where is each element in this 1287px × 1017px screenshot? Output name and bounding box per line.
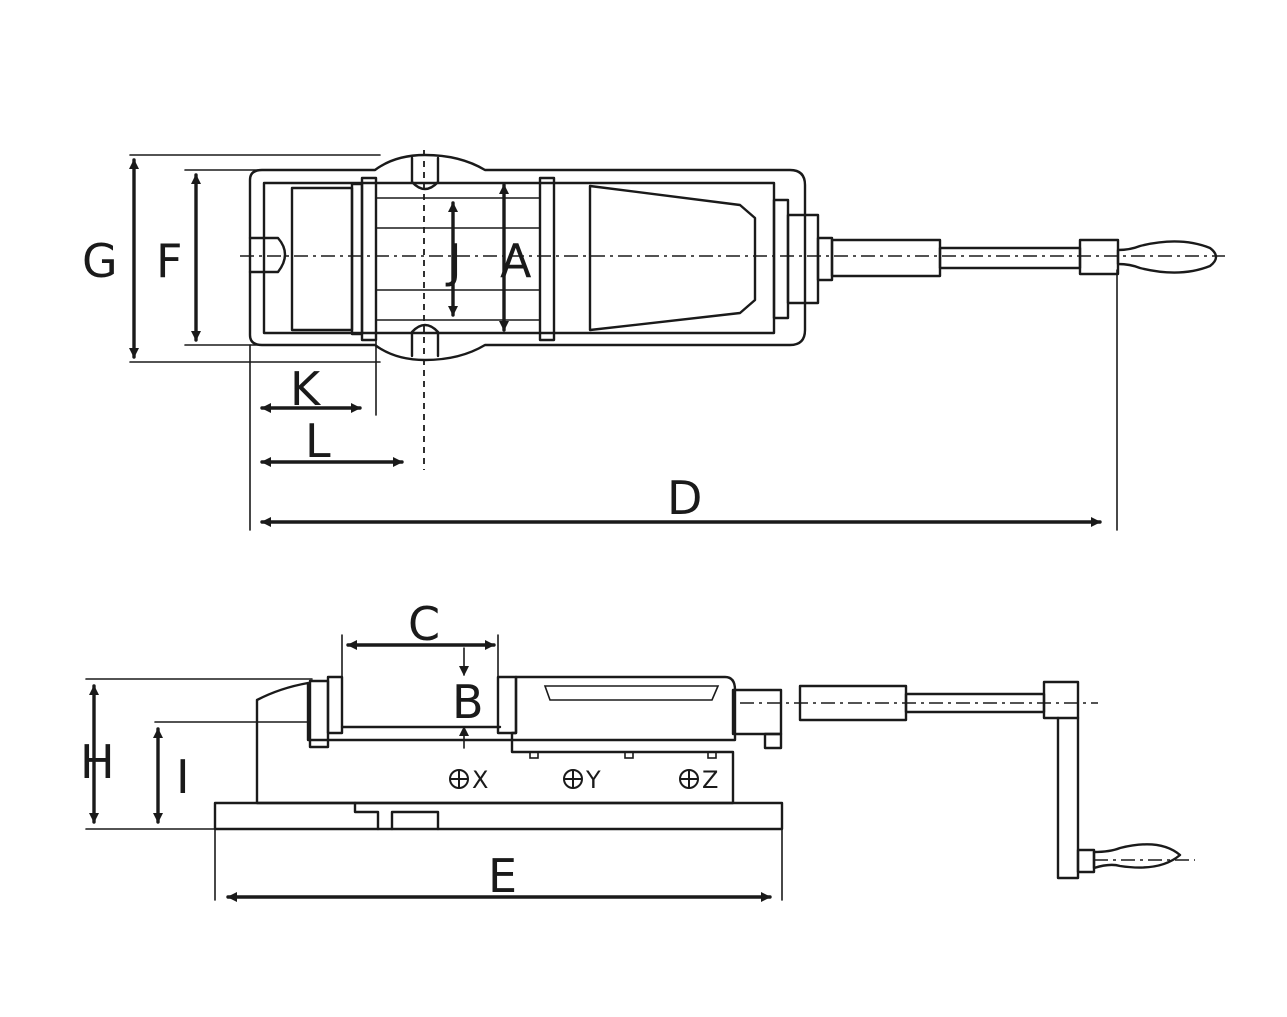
label-h: H: [80, 735, 115, 789]
side-view: H I C B E X Y Z: [80, 597, 1195, 903]
top-view: G F J A K L D: [82, 150, 1225, 531]
label-f: F: [156, 234, 182, 288]
label-l: L: [305, 414, 331, 468]
side-bolt-1: [529, 751, 539, 759]
top-end-block: [772, 198, 790, 320]
marker-z: Z: [679, 766, 718, 794]
label-a: A: [500, 234, 532, 288]
side-body: [255, 681, 735, 805]
side-fixed-jaw-face: [326, 675, 344, 735]
top-slot-left: [248, 236, 287, 274]
label-j: J: [445, 234, 462, 288]
side-end-block: [731, 688, 783, 736]
side-moving-jaw-body: [510, 675, 737, 742]
marker-x: X: [449, 766, 488, 794]
top-screw-collar: [816, 236, 834, 282]
label-c: C: [408, 597, 440, 651]
side-bolt-2: [624, 751, 634, 759]
top-slot-upper: [410, 156, 440, 191]
label-i: I: [176, 750, 190, 804]
side-crank-collar: [1076, 848, 1096, 874]
top-end-cap: [786, 213, 820, 305]
top-screw-sleeve: [830, 238, 942, 278]
side-crank-arm: [1056, 716, 1080, 880]
label-e: E: [488, 849, 517, 903]
top-handle-grip: [1116, 240, 1218, 274]
side-base-groove: [353, 801, 440, 831]
side-base-plate: [213, 801, 784, 831]
top-moving-jaw-face: [538, 176, 556, 342]
side-end-foot: [763, 732, 783, 750]
top-slot-lower: [410, 323, 440, 358]
marker-z-label: Z: [702, 766, 718, 794]
top-handle-hub: [1078, 238, 1120, 276]
top-fixed-jaw-face: [360, 176, 378, 342]
top-screw-shaft: [938, 246, 1082, 270]
marker-y-label: Y: [585, 766, 601, 794]
side-moving-jaw-face: [496, 675, 518, 735]
marker-y: Y: [563, 766, 601, 794]
label-g: G: [82, 234, 118, 288]
side-fixed-jaw-plate: [308, 679, 330, 749]
top-moving-jaw-body: [588, 184, 757, 332]
label-k: K: [290, 362, 322, 416]
side-bolt-3: [707, 751, 717, 759]
label-d: D: [667, 471, 702, 525]
side-crank-hub: [1042, 680, 1080, 720]
side-crank-grip: [1092, 843, 1182, 870]
marker-x-label: X: [472, 766, 488, 794]
top-fixed-jaw: [290, 186, 354, 332]
label-b: B: [452, 675, 484, 729]
top-fixed-jaw-plate: [350, 182, 364, 336]
top-body-outline: [248, 153, 807, 362]
side-moving-jaw-slot: [543, 685, 720, 701]
